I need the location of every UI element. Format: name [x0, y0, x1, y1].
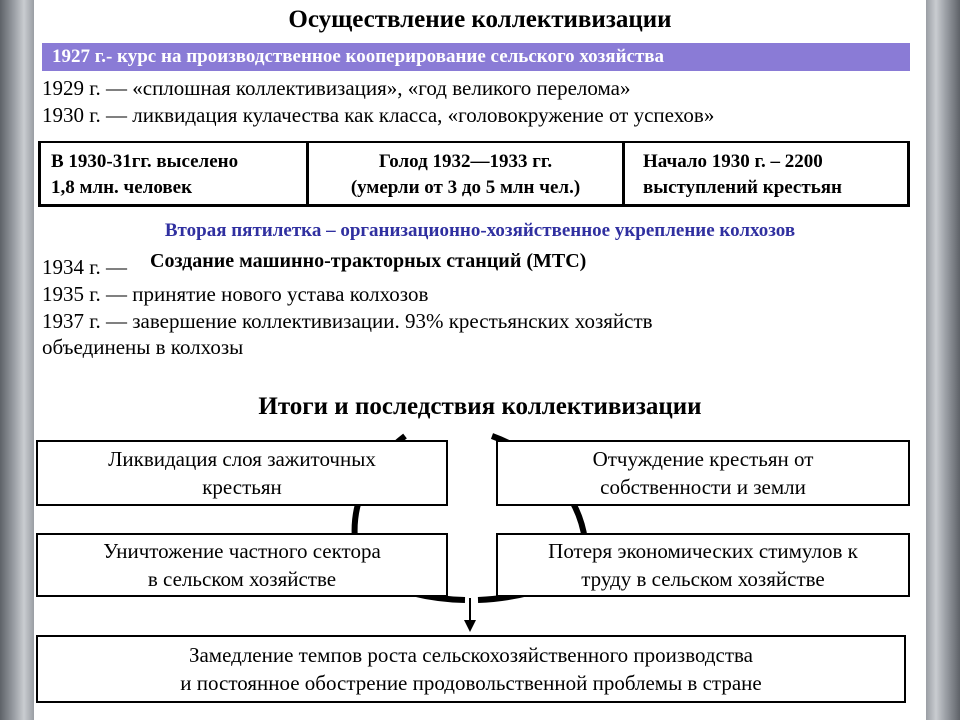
facts-row: В 1930-31гг. выселено 1,8 млн. человек Г… — [38, 141, 910, 207]
result-bottom: Замедление темпов роста сельскохозяйстве… — [36, 635, 906, 703]
arrow-head-icon — [464, 620, 476, 632]
page-title: Осуществление коллективизации — [288, 6, 672, 33]
result-top-left-line-2: крестьян — [202, 475, 282, 499]
line-1937: 1937 г. — завершение коллективизации. 93… — [42, 309, 653, 333]
result-bottom-line-1: Замедление темпов роста сельскохозяйстве… — [188, 643, 754, 667]
result-top-right: Отчуждение крестьян от собственности и з… — [496, 440, 910, 506]
results-title: Итоги и последствия коллективизации — [258, 393, 702, 420]
fact-protests-line-2: выступлений крестьян — [643, 177, 842, 198]
line-1934-prefix: 1934 г. — — [42, 255, 127, 279]
result-top-left: Ликвидация слоя зажиточных крестьян — [36, 440, 448, 506]
result-top-right-line-2: собственности и земли — [600, 475, 806, 499]
line-1935: 1935 г. — принятие нового устава колхозо… — [42, 282, 429, 306]
line-1930: 1930 г. — ликвидация кулачества как клас… — [42, 103, 715, 127]
result-mid-left-line-2: в сельском хозяйстве — [147, 567, 337, 591]
result-top-left-line-1: Ликвидация слоя зажиточных — [108, 447, 376, 471]
fact-evicted: В 1930-31гг. выселено 1,8 млн. человек — [41, 143, 309, 204]
result-top-right-line-1: Отчуждение крестьян от — [592, 447, 814, 471]
result-mid-right-line-2: труду в сельском хозяйстве — [581, 567, 825, 591]
line-1937-continued: объединены в колхозы — [42, 335, 244, 359]
line-1934-text: Создание машинно-тракторных станций (МТС… — [150, 250, 587, 272]
fact-protests: Начало 1930 г. – 2200 выступлений кресть… — [625, 143, 907, 204]
fact-evicted-line-2: 1,8 млн. человек — [51, 177, 193, 198]
second-five-year-plan: Вторая пятилетка – организационно-хозяйс… — [164, 220, 796, 241]
result-mid-left: Уничтожение частного сектора в сельском … — [36, 533, 448, 597]
fact-famine-line-2: (умерли от 3 до 5 млн чел.) — [350, 177, 581, 198]
fact-famine: Голод 1932—1933 гг. (умерли от 3 до 5 мл… — [309, 143, 625, 204]
banner-1927: 1927 г.- курс на производственное коопер… — [42, 43, 910, 71]
fact-evicted-line-1: В 1930-31гг. выселено — [51, 151, 239, 172]
result-mid-left-line-1: Уничтожение частного сектора — [103, 539, 381, 563]
result-bottom-line-2: и постоянное обострение продовольственно… — [180, 671, 762, 695]
result-mid-right: Потеря экономических стимулов к труду в … — [496, 533, 910, 597]
result-mid-right-line-1: Потеря экономических стимулов к — [548, 539, 858, 563]
fact-protests-line-1: Начало 1930 г. – 2200 — [643, 151, 823, 172]
line-1929: 1929 г. — «сплошная коллективизация», «г… — [42, 76, 631, 100]
fact-famine-line-1: Голод 1932—1933 гг. — [378, 151, 553, 172]
